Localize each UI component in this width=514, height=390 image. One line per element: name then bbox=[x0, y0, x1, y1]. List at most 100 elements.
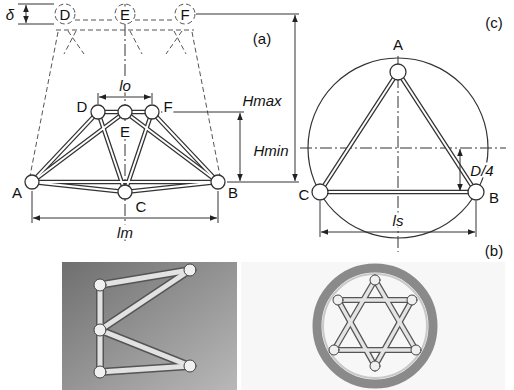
joint bbox=[333, 295, 343, 305]
strut-outline bbox=[32, 112, 218, 192]
strut bbox=[125, 182, 218, 192]
joint bbox=[91, 105, 105, 119]
strut bbox=[398, 72, 476, 192]
extension-line bbox=[218, 191, 219, 223]
dimension-label: ls bbox=[392, 213, 405, 228]
dashed-plate bbox=[56, 30, 194, 31]
strut bbox=[320, 191, 476, 193]
panel-b bbox=[62, 262, 505, 390]
joint bbox=[94, 366, 106, 378]
extension-line bbox=[320, 201, 321, 237]
joint bbox=[211, 175, 225, 189]
dashed-leg bbox=[64, 31, 76, 54]
dimension-line bbox=[295, 15, 296, 181]
dashed-joint bbox=[55, 4, 75, 24]
strut bbox=[32, 181, 218, 183]
dashed-plate bbox=[135, 20, 175, 21]
joint bbox=[411, 345, 421, 355]
strut bbox=[320, 190, 476, 195]
panel-label: (b) bbox=[484, 243, 504, 258]
joints bbox=[312, 64, 484, 200]
dashed-leg bbox=[130, 31, 142, 54]
strut bbox=[32, 112, 98, 182]
strut-outline bbox=[320, 72, 476, 192]
strut-highlight bbox=[32, 112, 218, 192]
dashed-joint bbox=[175, 4, 195, 24]
strut bbox=[320, 72, 398, 192]
strut bbox=[320, 72, 398, 192]
joint bbox=[145, 105, 159, 119]
rod-outline bbox=[334, 280, 416, 366]
dimension-line bbox=[240, 113, 241, 181]
rod bbox=[100, 366, 190, 372]
rod-joints bbox=[329, 275, 421, 371]
front-view-rods bbox=[329, 275, 421, 371]
extension-line bbox=[32, 191, 33, 223]
dashed-plate bbox=[75, 20, 115, 21]
render-side-view bbox=[62, 262, 237, 390]
point-letter: F bbox=[162, 99, 173, 114]
extension-line bbox=[196, 14, 299, 15]
strut bbox=[32, 112, 125, 182]
rod-joints bbox=[94, 264, 196, 378]
side-view-rods bbox=[94, 264, 196, 378]
dimension-label: lm bbox=[116, 225, 134, 240]
point-letter: B bbox=[227, 185, 239, 200]
point-letter: E bbox=[119, 7, 131, 22]
extension-line bbox=[18, 4, 54, 5]
panel-a bbox=[18, 4, 299, 242]
joint bbox=[118, 105, 132, 119]
dimension-label: Hmax bbox=[241, 93, 282, 108]
point-letter: E bbox=[119, 124, 131, 139]
joint bbox=[184, 360, 196, 372]
dimension-label: lo bbox=[118, 78, 132, 93]
dashed-leg bbox=[30, 32, 58, 176]
rod-body bbox=[100, 270, 190, 372]
strut-highlight bbox=[320, 72, 476, 192]
joint bbox=[407, 295, 417, 305]
extension-line bbox=[152, 93, 153, 104]
joint bbox=[370, 361, 380, 371]
strut bbox=[152, 112, 218, 182]
extension-line bbox=[476, 201, 477, 237]
dimension-label: D/4 bbox=[469, 163, 494, 178]
panel-label: (a) bbox=[252, 31, 272, 46]
point-letter: C bbox=[298, 187, 311, 202]
triangle-struts bbox=[320, 72, 476, 192]
strut bbox=[125, 112, 218, 182]
dimension-label: Hmin bbox=[252, 143, 289, 158]
strut bbox=[32, 182, 125, 192]
joint bbox=[184, 264, 196, 276]
dimension-line bbox=[26, 5, 27, 23]
rod bbox=[100, 330, 190, 366]
dimension-line bbox=[33, 218, 217, 219]
joint bbox=[312, 184, 328, 200]
joint bbox=[329, 345, 339, 355]
strut bbox=[125, 112, 218, 182]
dimension-line bbox=[321, 232, 475, 233]
extension-line bbox=[18, 24, 54, 25]
dimension-line bbox=[99, 97, 151, 98]
joints bbox=[25, 105, 225, 199]
dimension-line bbox=[460, 149, 461, 191]
rod bbox=[100, 270, 190, 330]
extension-line bbox=[98, 93, 99, 104]
point-letter: A bbox=[11, 185, 23, 200]
joint bbox=[390, 64, 406, 80]
point-letter: F bbox=[179, 7, 190, 22]
joint bbox=[370, 275, 380, 285]
point-letter: D bbox=[59, 7, 72, 22]
point-letter: C bbox=[135, 199, 148, 214]
joint bbox=[94, 279, 106, 291]
rod bbox=[100, 366, 190, 372]
center-line bbox=[300, 148, 506, 149]
rod-triangle bbox=[338, 300, 412, 366]
dashed-leg bbox=[174, 31, 186, 54]
truss-struts bbox=[32, 112, 218, 192]
dimension-label: δ bbox=[5, 7, 15, 22]
pipe-ring-inner bbox=[323, 274, 427, 378]
render-front-view bbox=[241, 262, 505, 390]
